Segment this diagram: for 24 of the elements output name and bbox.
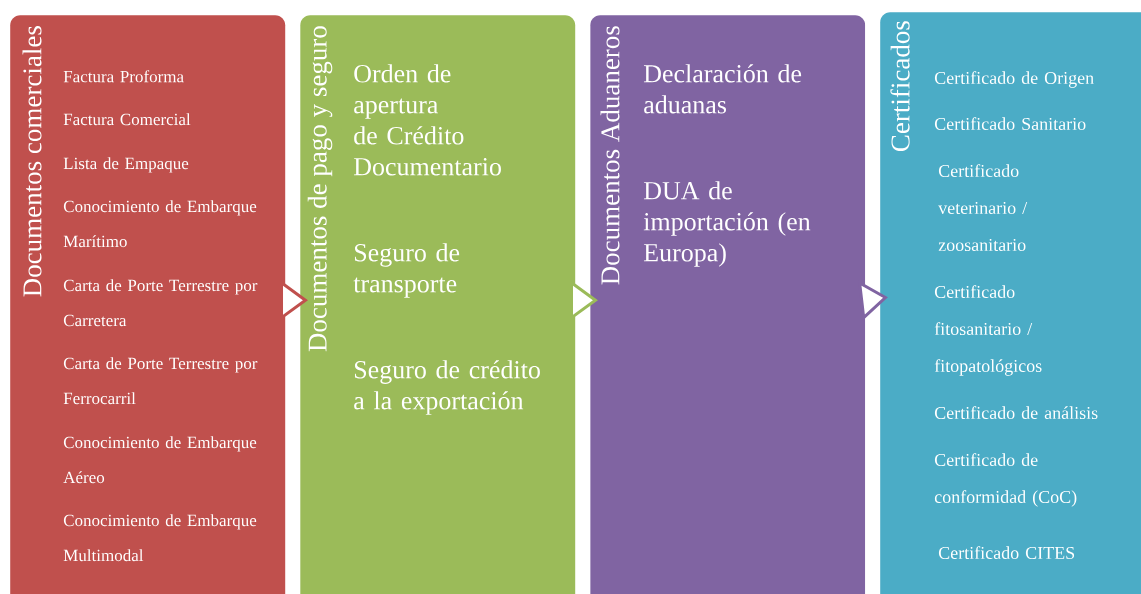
list-item: Factura Comercial xyxy=(63,113,191,126)
list-item: Certificado CITES xyxy=(938,546,1075,560)
panel-heading: Documentos Aduaneros xyxy=(600,26,620,285)
list-item: DUA de importación (en Europa) xyxy=(643,181,811,267)
list-item: Orden de apertura de Crédito Documentario xyxy=(353,64,501,176)
list-item: Carta de Porte Terrestre por Ferrocarril xyxy=(63,357,258,405)
list-item: Conocimiento de Embarque Aéreo xyxy=(63,436,257,484)
list-item: Seguro de crédito a la exportación xyxy=(354,360,540,415)
list-item: Certificado fitosanitario / fitopatológicos xyxy=(934,285,1042,376)
list-item: Factura Proforma xyxy=(63,70,184,83)
list-item: Certificado de conformidad (CoC) xyxy=(934,453,1077,507)
list-item: Seguro de transporte xyxy=(353,243,460,298)
list-item: Carta de Porte Terrestre por Carretera xyxy=(63,279,258,327)
panel-heading: Documentos de pago y seguro xyxy=(307,26,333,352)
list-item: Certificado veterinario / zoosanitario xyxy=(938,164,1028,252)
list-item: Certificado de Origen xyxy=(934,71,1094,88)
panel-heading: Certificados xyxy=(890,21,910,152)
list-item: Certificado Sanitario xyxy=(934,117,1086,131)
list-item: Conocimiento de Embarque Multimodal xyxy=(63,514,257,562)
list-item: Declaración de aduanas xyxy=(643,64,802,114)
list-item: Conocimiento de Embarque Marítimo xyxy=(63,200,257,248)
panel-heading: Documentos comerciales xyxy=(22,26,42,297)
list-item: Certificado de análisis xyxy=(934,406,1098,420)
list-item: Lista de Empaque xyxy=(63,157,189,173)
